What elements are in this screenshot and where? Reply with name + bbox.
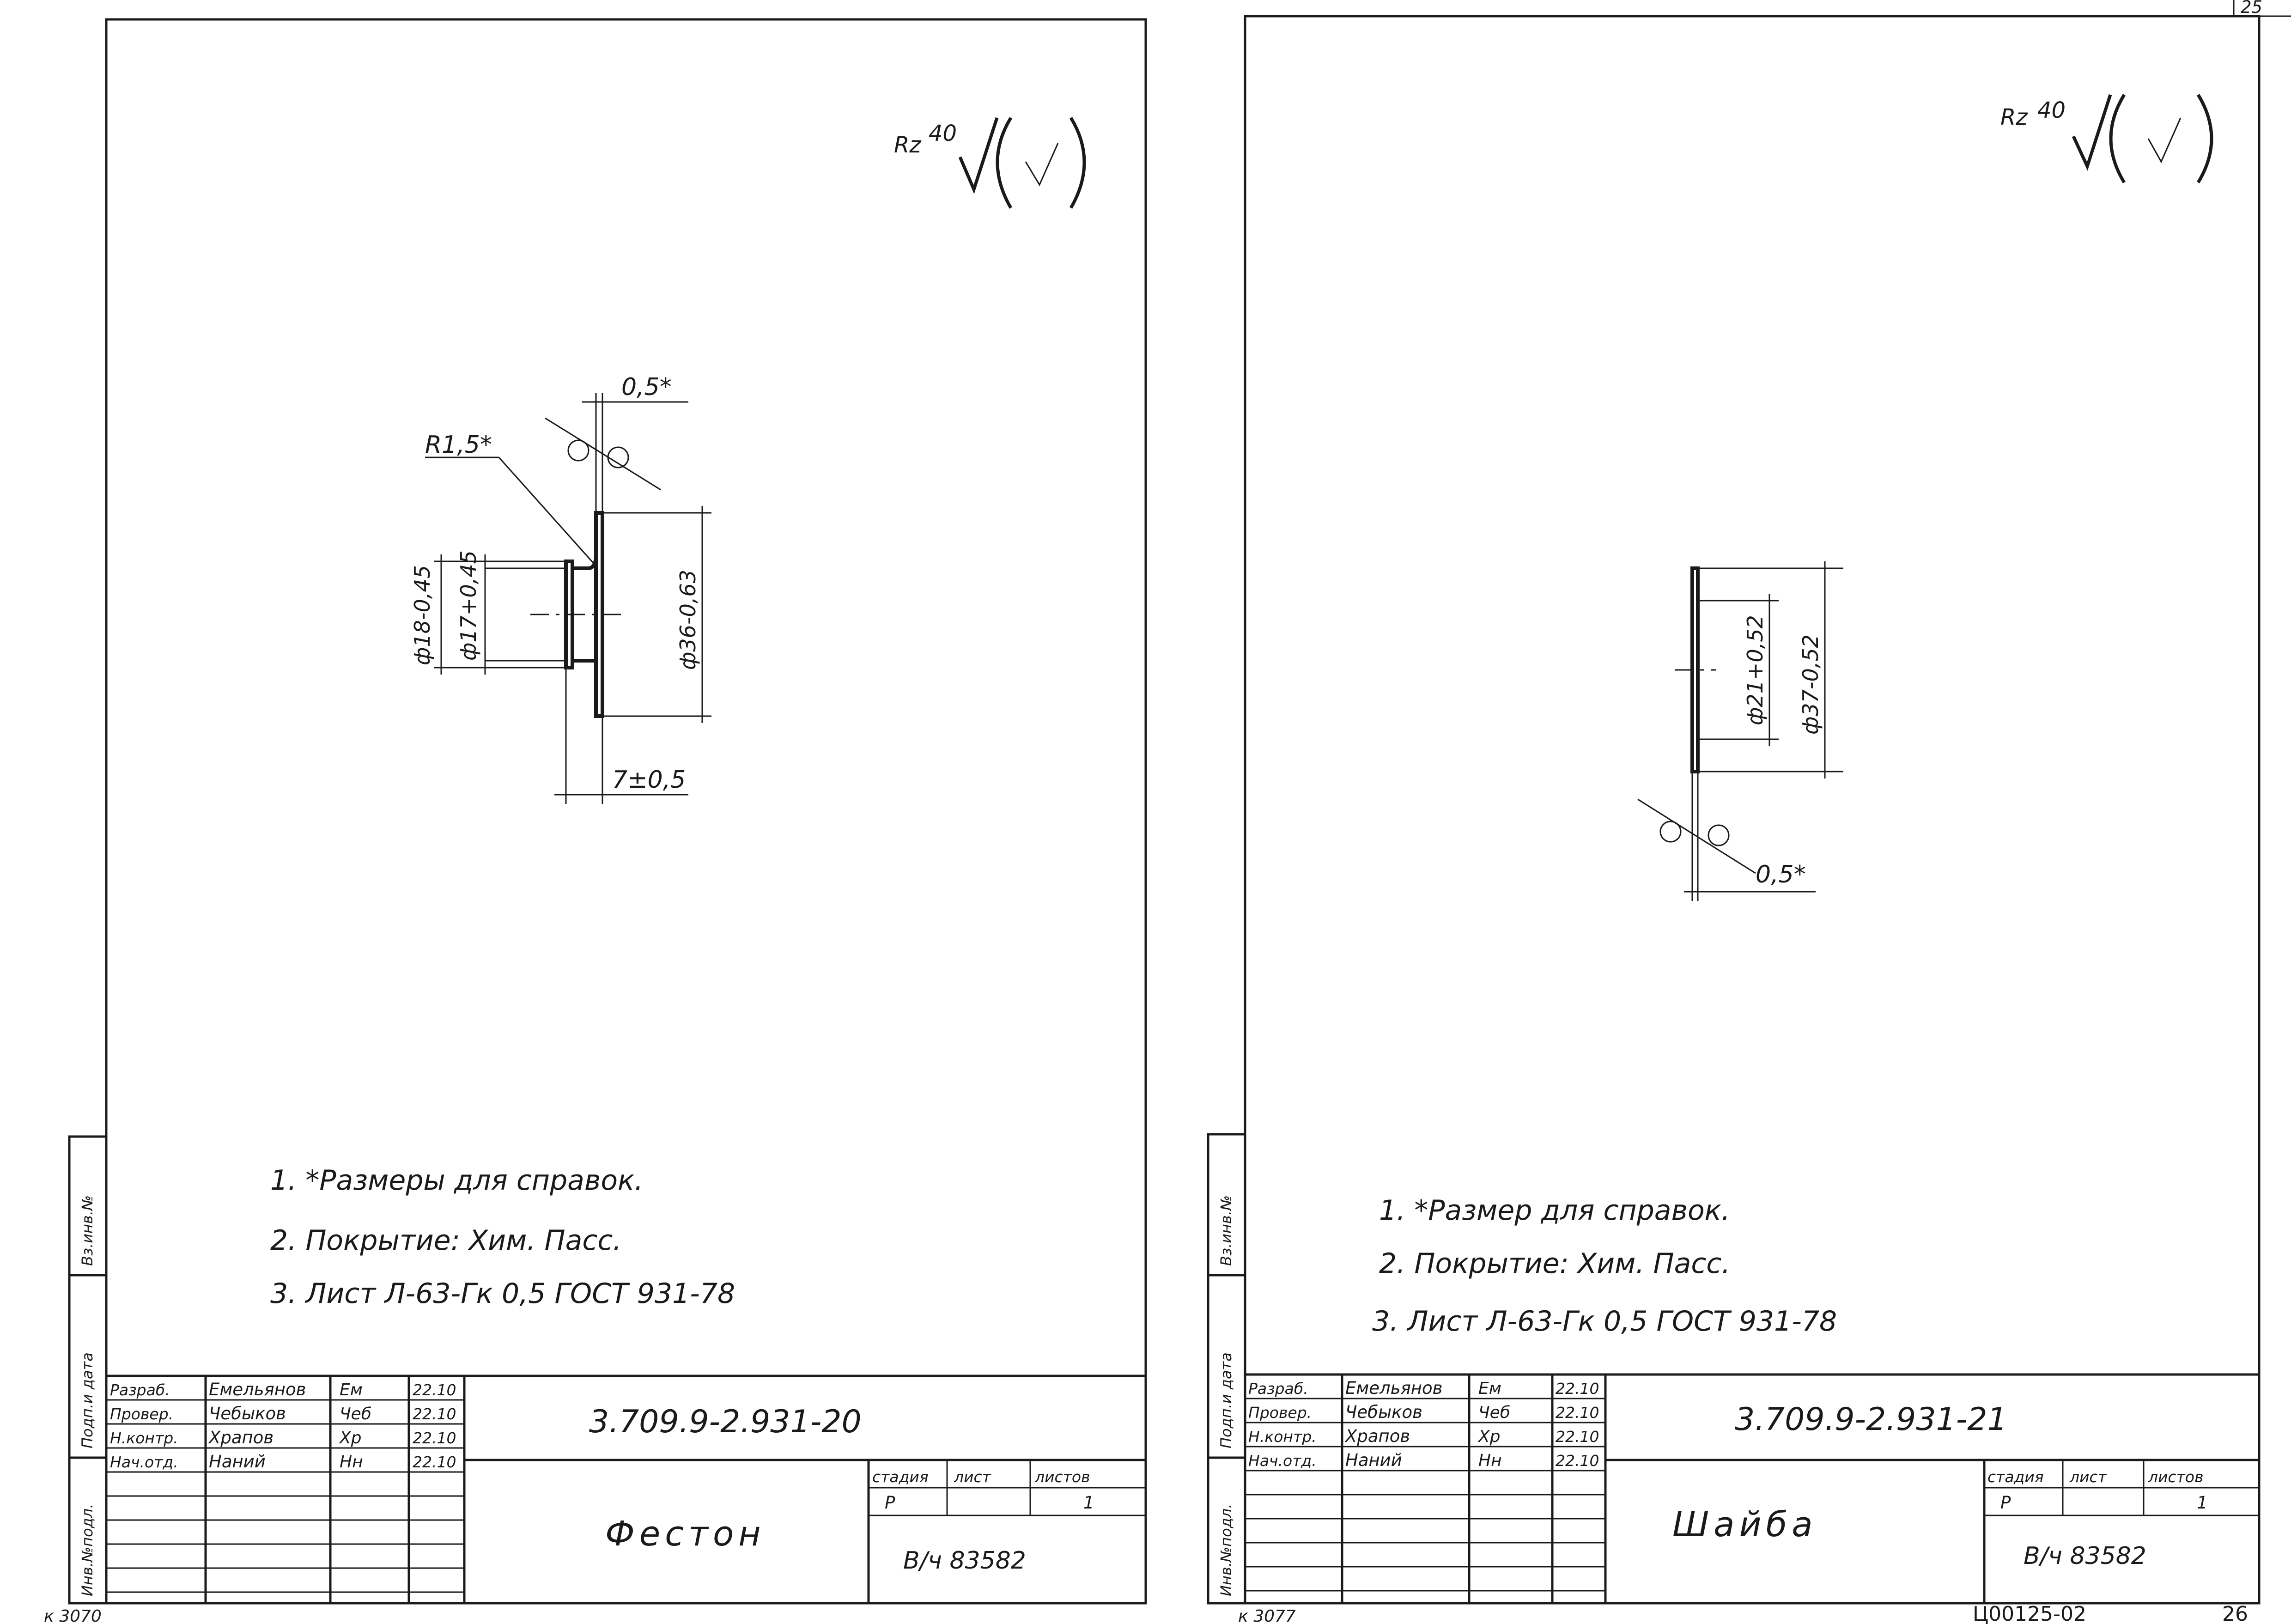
right-date-4: 22.10	[1556, 1452, 1599, 1470]
right-stage-header: стадия	[1987, 1468, 2044, 1486]
right-note-2: 2. Покрытие: Хим. Пасс.	[1379, 1247, 1730, 1280]
left-sign-3: Хр	[339, 1429, 362, 1448]
right-note-3: 3. Лист Л-63-Гк 0,5 ГОСТ 931-78	[1372, 1305, 1837, 1338]
right-dim-thickness: 0,5*	[1756, 861, 1806, 888]
right-name-4: Наний	[1345, 1450, 1402, 1470]
left-name-2: Чебыков	[209, 1404, 286, 1423]
left-date-2: 22.10	[413, 1405, 456, 1423]
left-role-4: Нач.отд.	[110, 1453, 178, 1471]
right-role-3: Н.контр.	[1248, 1428, 1317, 1446]
right-side-label-vz: Вз.инв.№	[1217, 1195, 1235, 1266]
left-stage-value: Р	[885, 1493, 895, 1513]
right-name-2: Чебыков	[1345, 1402, 1422, 1422]
right-sheets-header: листов	[2148, 1468, 2204, 1486]
left-date-1: 22.10	[413, 1381, 456, 1399]
left-side-strip: Инв.№подл. Подп.и дата Вз.инв.№	[68, 1135, 108, 1605]
right-stage-value: Р	[2000, 1493, 2011, 1513]
right-name-3: Храпов	[1344, 1426, 1410, 1446]
right-sign-4: Нн	[1478, 1451, 1502, 1470]
left-dim-thickness: 0,5*	[621, 373, 672, 401]
right-handwritten-note: к 3077	[1238, 1607, 1296, 1624]
left-dim-dia-outer-tube: ф18-0,45	[410, 565, 435, 665]
left-part-drawing	[425, 393, 711, 804]
left-sheet-frame	[105, 18, 1147, 1605]
right-side-strip: Инв.№подл. Подп.и дата Вз.инв.№	[1207, 1133, 1246, 1605]
right-note-1: 1. *Размер для справок.	[1379, 1194, 1730, 1227]
left-sheets-total: 1	[1083, 1493, 1094, 1513]
left-role-2: Провер.	[110, 1405, 173, 1423]
right-title-block	[1245, 1373, 2259, 1603]
left-sheets-header: листов	[1034, 1468, 1090, 1486]
left-sign-4: Нн	[340, 1453, 363, 1472]
right-role-1: Разраб.	[1248, 1380, 1308, 1398]
left-date-4: 22.10	[413, 1453, 456, 1471]
right-side-label-inv: Инв.№подл.	[1217, 1504, 1235, 1596]
left-doc-code: 3.709.9-2.931-20	[589, 1404, 862, 1440]
right-org: В/ч 83582	[2024, 1542, 2146, 1570]
left-sheet: Инв.№подл. Подп.и дата Вз.инв.№ Rz 40	[44, 18, 1147, 1624]
left-dim-radius: R1,5*	[425, 431, 492, 459]
right-sheet-frame	[1244, 15, 2261, 1605]
left-sign-1: Ем	[340, 1381, 363, 1399]
left-name-3: Храпов	[208, 1428, 273, 1448]
corner-page-number: 25	[2241, 0, 2262, 17]
left-sign-2: Чеб	[340, 1405, 371, 1423]
left-name-4: Наний	[209, 1452, 266, 1472]
right-sheet: 25 Инв.№подл. Подп.и дата Вз.инв.№ Rz 40	[1207, 0, 2291, 1624]
left-name-1: Емельянов	[209, 1380, 306, 1399]
left-stage-header: стадия	[872, 1468, 929, 1486]
right-sign-1: Ем	[1478, 1379, 1501, 1398]
left-rz-value: 40	[929, 121, 957, 146]
right-side-label-sign: Подп.и дата	[1217, 1352, 1235, 1448]
right-role-4: Нач.отд.	[1248, 1452, 1317, 1470]
left-side-label-vz: Вз.инв.№	[79, 1195, 96, 1266]
left-side-label-inv: Инв.№подл.	[79, 1504, 96, 1596]
left-dim-length: 7±0,5	[612, 766, 686, 794]
right-part-name: Шайба	[1672, 1505, 1817, 1545]
right-part-drawing	[1637, 561, 1843, 901]
left-dim-dia-flange: ф36-0,63	[675, 570, 700, 670]
left-role-3: Н.контр.	[110, 1429, 178, 1447]
left-rz-param: Rz	[894, 132, 922, 158]
right-sheets-total: 1	[2197, 1493, 2208, 1513]
right-date-1: 22.10	[1556, 1380, 1599, 1398]
left-note-2: 2. Покрытие: Хим. Пасс.	[270, 1224, 621, 1257]
left-dim-dia-inner-tube: ф17+0,45	[456, 550, 481, 661]
right-dim-dia-inner: ф21+0,52	[1743, 615, 1768, 725]
page-number: 26	[2222, 1602, 2248, 1624]
left-part-name: Фестон	[605, 1514, 766, 1554]
left-note-1: 1. *Размеры для справок.	[270, 1164, 643, 1197]
left-note-3: 3. Лист Л-63-Гк 0,5 ГОСТ 931-78	[270, 1277, 735, 1310]
right-doc-code: 3.709.9-2.931-21	[1735, 1401, 2007, 1438]
right-sheet-header: лист	[2069, 1468, 2108, 1486]
right-roughness-symbol: Rz 40	[2000, 94, 2213, 183]
right-sign-3: Хр	[1477, 1427, 1501, 1446]
right-rz-value: 40	[2037, 97, 2066, 123]
left-roughness-symbol: Rz 40	[894, 117, 1086, 209]
left-date-3: 22.10	[413, 1429, 456, 1447]
left-role-1: Разраб.	[110, 1381, 170, 1399]
right-rz-param: Rz	[2000, 104, 2028, 130]
left-sheet-header: лист	[954, 1468, 992, 1486]
left-side-label-sign: Подп.и дата	[79, 1352, 96, 1448]
archive-code: Ц00125-02	[1973, 1602, 2086, 1624]
right-dim-dia-outer: ф37-0,52	[1798, 634, 1823, 735]
right-role-2: Провер.	[1248, 1404, 1312, 1422]
right-date-3: 22.10	[1556, 1428, 1599, 1446]
right-name-1: Емельянов	[1345, 1378, 1442, 1398]
left-handwritten-note: к 3070	[44, 1607, 102, 1624]
left-title-block	[106, 1375, 1146, 1603]
left-org: В/ч 83582	[903, 1547, 1026, 1575]
right-sign-2: Чеб	[1478, 1403, 1510, 1422]
right-date-2: 22.10	[1556, 1404, 1599, 1422]
